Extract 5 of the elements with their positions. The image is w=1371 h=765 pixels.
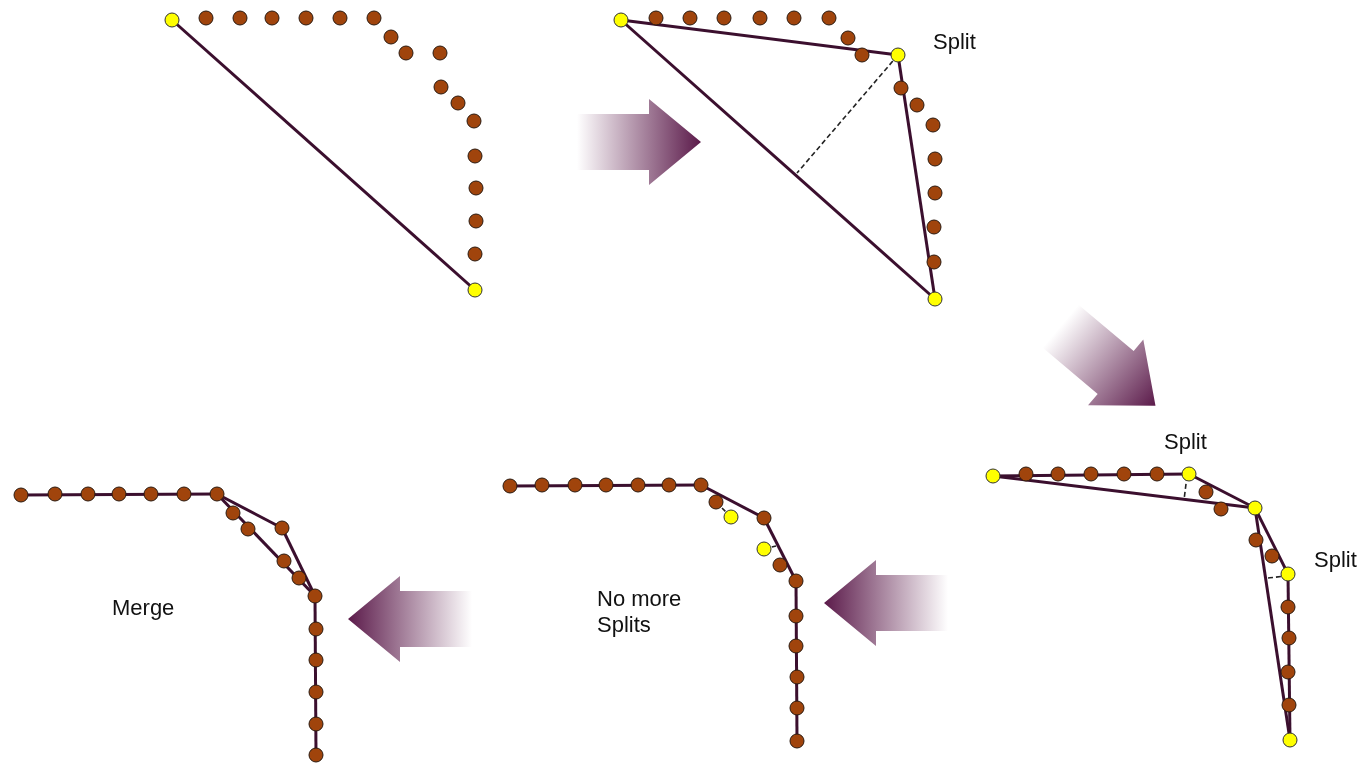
step-label: Split bbox=[1314, 547, 1357, 573]
step-label: No more Splits bbox=[597, 586, 683, 638]
step-label: Merge bbox=[112, 595, 175, 621]
step-label: Split bbox=[933, 29, 976, 55]
step-label: Split bbox=[1164, 429, 1207, 455]
